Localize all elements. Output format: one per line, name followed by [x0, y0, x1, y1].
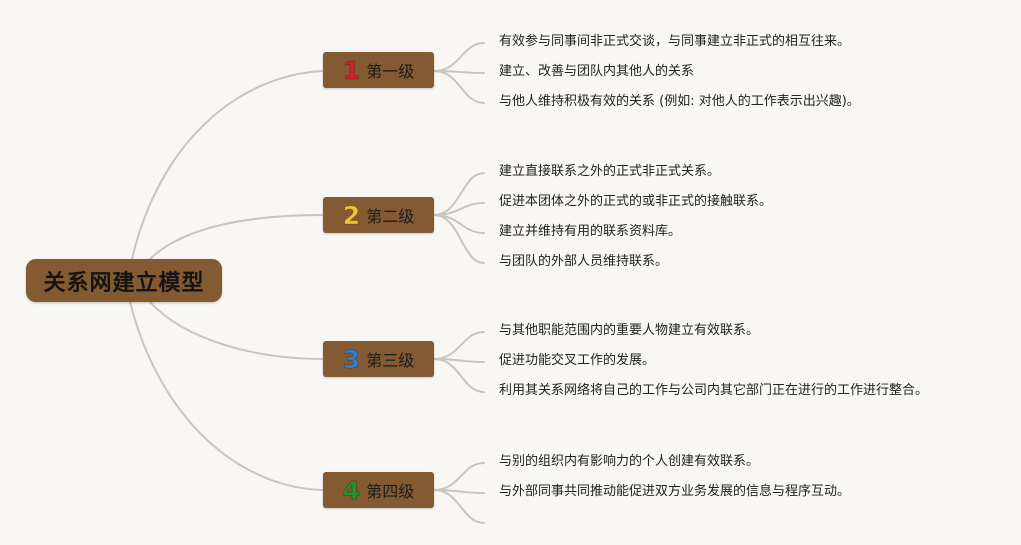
- level-number-4: 4: [342, 475, 361, 505]
- level-number-1: 1: [342, 55, 361, 85]
- level-label-4: 第四级: [366, 482, 415, 501]
- leaf-item: 建立直接联系之外的正式非正式关系。: [499, 164, 721, 179]
- level-label-2: 第二级: [366, 207, 415, 226]
- level-number-2: 2: [342, 200, 361, 230]
- leaf-item: 建立、改善与团队内其他人的关系: [499, 64, 695, 79]
- leaf-item: 建立并维持有用的联系资料库。: [499, 224, 682, 239]
- level-label-1: 第一级: [366, 62, 415, 81]
- leaf-item: 与他人维持积极有效的关系 (例如: 对他人的工作表示出兴趣)。: [499, 94, 860, 109]
- leaf-item: 与别的组织内有影响力的个人创建有效联系。: [499, 454, 760, 469]
- level-node-2[interactable]: 2 第二级: [323, 197, 434, 233]
- level-label-3: 第三级: [366, 351, 415, 370]
- leaf-item: 促进本团体之外的正式的或非正式的接触联系。: [499, 194, 773, 209]
- level-node-1[interactable]: 1 第一级: [323, 52, 434, 88]
- leaf-item: 有效参与同事间非正式交谈，与同事建立非正式的相互往来。: [499, 34, 851, 49]
- level-node-4[interactable]: 4 第四级: [323, 472, 434, 508]
- level-number-3: 3: [342, 344, 361, 374]
- root-node[interactable]: 关系网建立模型: [26, 259, 222, 302]
- level-node-3[interactable]: 3 第三级: [323, 341, 434, 377]
- root-label: 关系网建立模型: [43, 270, 205, 296]
- leaf-item: 与外部同事共同推动能促进双方业务发展的信息与程序互动。: [499, 484, 851, 499]
- leaf-item: 与团队的外部人员维持联系。: [499, 254, 669, 269]
- leaf-item: 与其他职能范围内的重要人物建立有效联系。: [499, 323, 760, 338]
- leaf-item: 利用其关系网络将自己的工作与公司内其它部门正在进行的工作进行整合。: [499, 383, 929, 398]
- leaf-item: 促进功能交叉工作的发展。: [499, 353, 656, 368]
